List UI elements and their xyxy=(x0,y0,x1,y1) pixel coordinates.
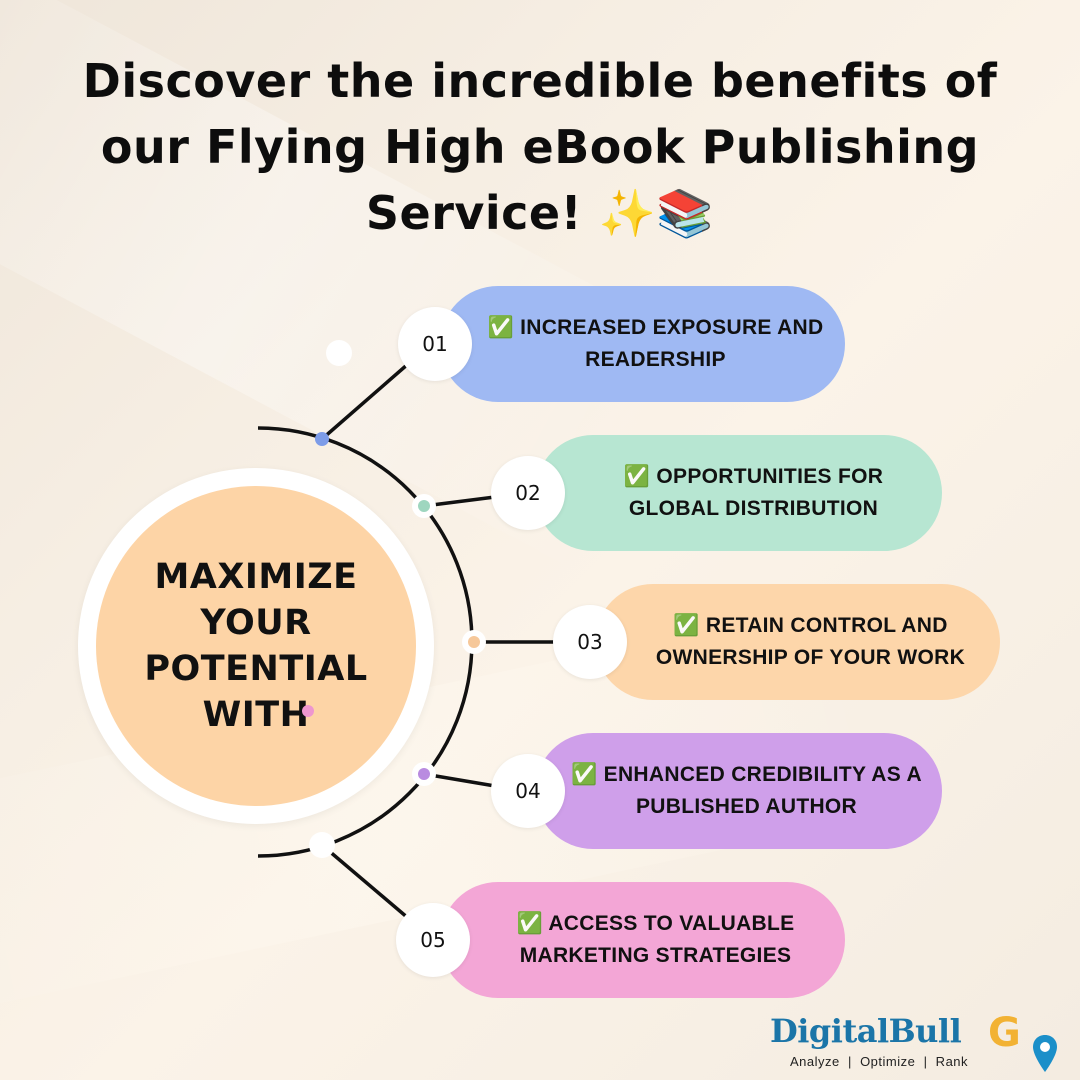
connector-05 xyxy=(320,843,410,920)
node-dot-02 xyxy=(418,500,430,512)
benefit-text-01: ✅ INCREASED EXPOSURE AND READERSHIP xyxy=(487,316,824,371)
location-pin-icon xyxy=(1033,1035,1057,1072)
node-dot-04 xyxy=(418,768,430,780)
benefit-text-05: ✅ ACCESS TO VALUABLE MARKETING STRATEGIE… xyxy=(516,912,795,967)
decor-dot xyxy=(326,340,352,366)
connector-01 xyxy=(320,362,410,441)
node-05 xyxy=(309,832,335,858)
benefit-pill-01: ✅ INCREASED EXPOSURE AND READERSHIP xyxy=(440,286,845,402)
benefit-pill-04: ✅ ENHANCED CREDIBILITY AS A PUBLISHED AU… xyxy=(535,733,942,849)
brand-g-letter: G xyxy=(988,1010,1021,1056)
benefit-number-03: 03 xyxy=(553,605,627,679)
benefit-pill-03: ✅ RETAIN CONTROL AND OWNERSHIP OF YOUR W… xyxy=(595,584,1000,700)
node-dot-03 xyxy=(468,636,480,648)
center-circle: MAXIMIZE YOUR POTENTIAL WITH xyxy=(96,486,416,806)
brand-tagline: Analyze | Optimize | Rank xyxy=(790,1054,969,1069)
brand-name: DigitalBull xyxy=(770,1012,962,1050)
benefit-text-04: ✅ ENHANCED CREDIBILITY AS A PUBLISHED AU… xyxy=(571,763,922,818)
benefit-number-05: 05 xyxy=(396,903,470,977)
page-title: Discover the incredible benefits of our … xyxy=(82,54,998,240)
benefit-number-02: 02 xyxy=(491,456,565,530)
pink-decor-dot xyxy=(302,705,314,717)
benefit-pill-02: ✅ OPPORTUNITIES FOR GLOBAL DISTRIBUTION xyxy=(535,435,942,551)
center-text: MAXIMIZE YOUR POTENTIAL WITH xyxy=(144,557,368,735)
benefit-number-04: 04 xyxy=(491,754,565,828)
brand-logo: DigitalBull G Analyze | Optimize | Rank xyxy=(770,1008,1070,1078)
benefit-text-03: ✅ RETAIN CONTROL AND OWNERSHIP OF YOUR W… xyxy=(655,614,966,669)
benefit-pill-05: ✅ ACCESS TO VALUABLE MARKETING STRATEGIE… xyxy=(440,882,845,998)
connector-04 xyxy=(423,772,496,788)
benefit-text-02: ✅ OPPORTUNITIES FOR GLOBAL DISTRIBUTION xyxy=(623,465,884,520)
benefit-number-01: 01 xyxy=(398,307,472,381)
node-dot-01 xyxy=(315,432,329,446)
